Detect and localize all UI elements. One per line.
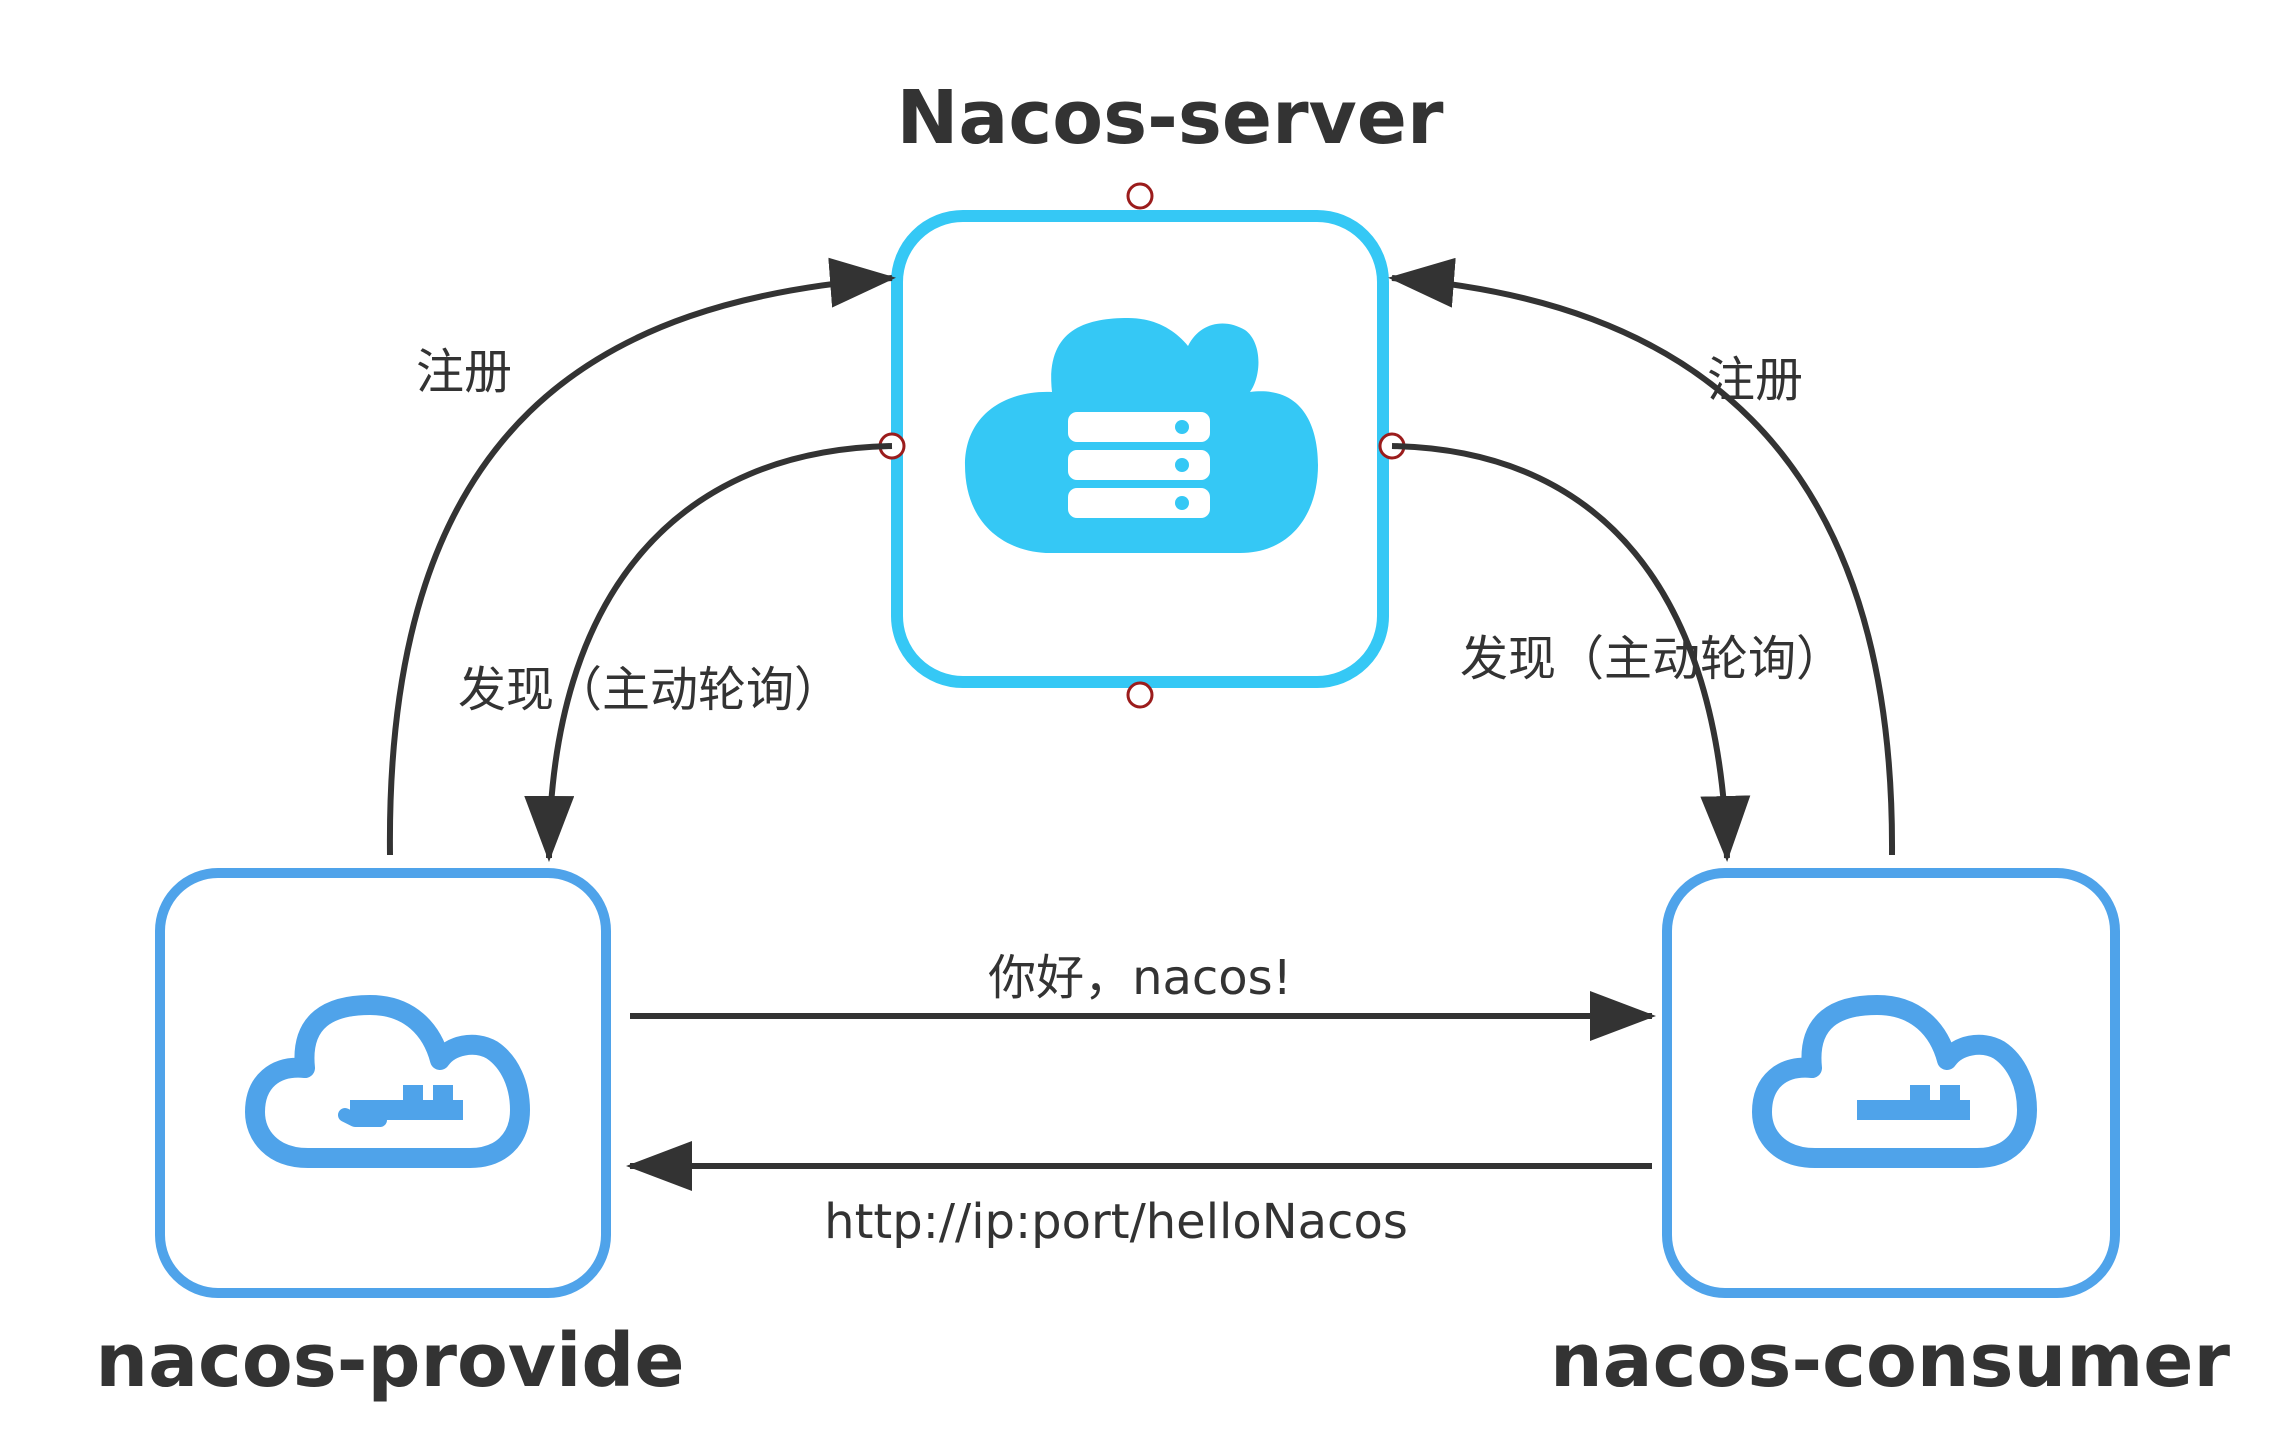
provider-discover-label: 发现（主动轮询） — [458, 662, 842, 718]
nacos-server-node[interactable]: Nacos-server — [878, 75, 1444, 709]
provider-register-label: 注册 — [416, 344, 512, 400]
response-message-label: http://ip:port/helloNacos — [824, 1194, 1408, 1250]
request-message-label: 你好，nacos! — [988, 950, 1292, 1006]
provider-register-arrow — [386, 257, 896, 856]
cloud-key-icon — [1752, 995, 2037, 1168]
consumer-register-label: 注册 — [1707, 352, 1803, 408]
consumer-register-arrow — [1388, 257, 1896, 856]
nacos-consumer-node[interactable]: nacos-consumer — [1550, 868, 2230, 1404]
provider-box — [155, 868, 611, 1298]
nacos-provide-node[interactable]: nacos-provide — [95, 868, 685, 1404]
edges — [386, 257, 1896, 1191]
server-title: Nacos-server — [897, 75, 1444, 161]
provider-title: nacos-provide — [95, 1318, 684, 1404]
connector-points — [878, 182, 1406, 709]
consumer-box — [1662, 868, 2120, 1298]
key-teeth — [350, 1085, 463, 1120]
consumer-discover-label: 发现（主动轮询） — [1460, 631, 1844, 687]
key-teeth — [1857, 1085, 1970, 1120]
cloud-server-icon — [965, 318, 1318, 553]
provider-discover-arrow — [524, 443, 893, 862]
consumer-title: nacos-consumer — [1550, 1318, 2230, 1404]
consumer-discover-arrow — [1391, 443, 1751, 862]
